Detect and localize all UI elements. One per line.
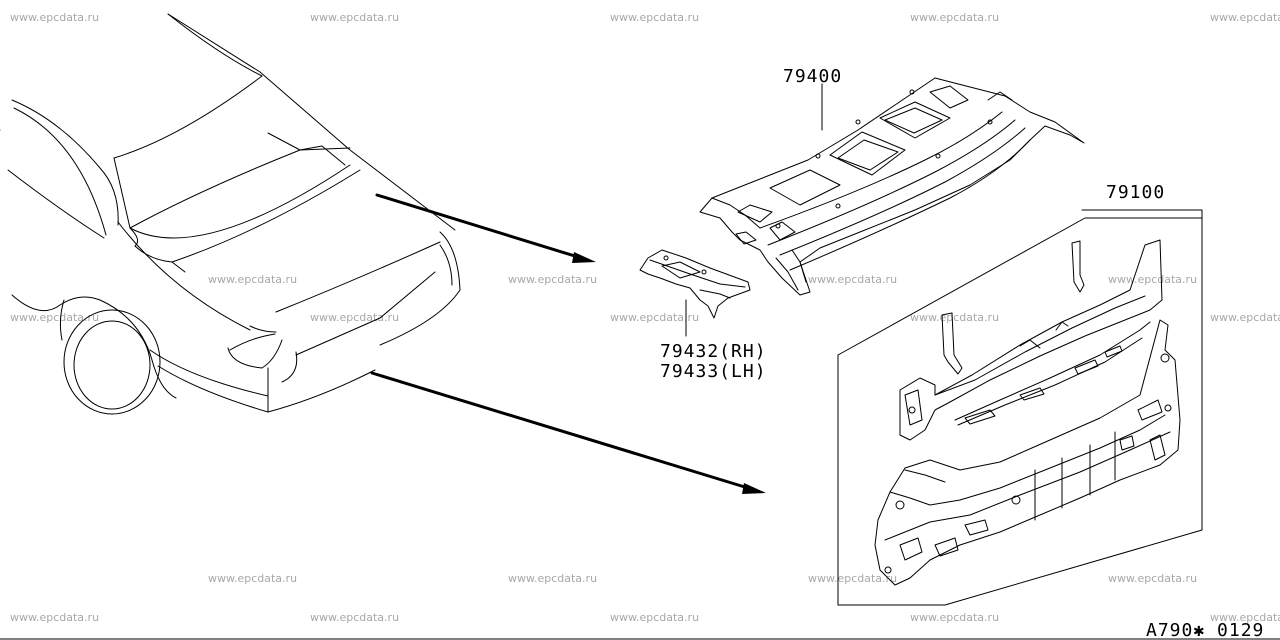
watermark: www.epcdata.ru [1108,273,1197,286]
watermark: www.epcdata.ru [1210,611,1280,624]
part-number-79433: 79433(LH) [660,361,767,382]
watermark: www.epcdata.ru [1108,572,1197,585]
watermark-layer: www.epcdata.ru www.epcdata.ru www.epcdat… [10,11,1280,624]
leader-arrows [370,193,766,494]
watermark: www.epcdata.ru [910,611,999,624]
watermark: www.epcdata.ru [910,311,999,324]
watermark: www.epcdata.ru [808,273,897,286]
watermark: www.epcdata.ru [508,572,597,585]
watermark: www.epcdata.ru [910,11,999,24]
bracket-part [639,249,751,319]
rear-parcel-shelf [699,77,1085,296]
part-number-79400: 79400 [783,66,842,87]
watermark: www.epcdata.ru [10,11,99,24]
watermark: www.epcdata.ru [1210,311,1280,324]
rear-panel-assembly [837,217,1203,606]
diagram-code: A790✱ 0129 [1146,620,1264,640]
watermark: www.epcdata.ru [310,611,399,624]
part-number-79100: 79100 [1106,182,1165,203]
car-rear-outline [0,13,461,415]
watermark: www.epcdata.ru [808,572,897,585]
label-leaders [685,83,1203,337]
watermark: www.epcdata.ru [310,11,399,24]
watermark: www.epcdata.ru [610,11,699,24]
watermark: www.epcdata.ru [508,273,597,286]
part-number-79432: 79432(RH) [660,341,767,362]
watermark: www.epcdata.ru [10,311,99,324]
watermark: www.epcdata.ru [610,311,699,324]
watermark: www.epcdata.ru [208,273,297,286]
watermark: www.epcdata.ru [10,611,99,624]
watermark: www.epcdata.ru [208,572,297,585]
watermark: www.epcdata.ru [310,311,399,324]
watermark: www.epcdata.ru [1210,11,1280,24]
watermark: www.epcdata.ru [610,611,699,624]
